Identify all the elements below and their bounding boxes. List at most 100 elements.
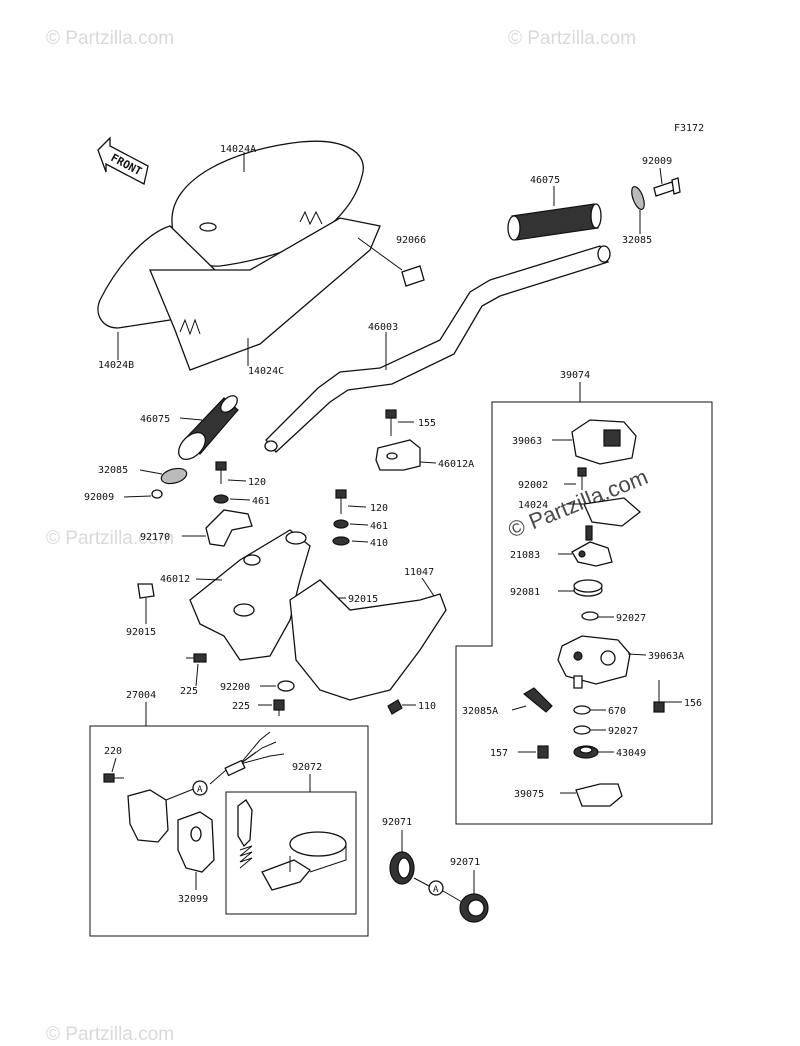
watermark-mid-left: © Partzilla.com — [46, 528, 174, 549]
holder-46012A — [375, 439, 437, 471]
washer-410 — [332, 536, 369, 546]
bracket-92170 — [182, 509, 253, 547]
part-label-14024B: 14024B — [98, 360, 134, 371]
seat-assembly — [97, 140, 381, 371]
handlebar-46003 — [264, 245, 611, 453]
part-label-14024: 14024 — [518, 500, 548, 511]
part-label-92071-a: 92071 — [382, 817, 412, 828]
washer-461-b — [333, 519, 369, 529]
part-label-32085-left: 32085 — [98, 465, 128, 476]
part-label-461-a: 461 — [252, 496, 270, 507]
plate-14024 — [566, 497, 642, 527]
cap-32085-left — [139, 467, 188, 485]
part-label-32085A: 32085A — [462, 706, 498, 717]
part-label-92200: 92200 — [220, 682, 250, 693]
box-39074 — [455, 401, 713, 825]
part-label-14024A: 14024A — [220, 144, 256, 155]
part-label-120-a: 120 — [248, 477, 266, 488]
screw-220 — [103, 757, 124, 783]
part-label-92015-b: 92015 — [348, 594, 378, 605]
part-label-39075: 39075 — [514, 789, 544, 800]
bolt-120-b — [335, 489, 367, 514]
ring-92027-a — [581, 611, 614, 621]
part-label-92009-top: 92009 — [642, 156, 672, 167]
diagram-code: F3172 — [674, 123, 704, 134]
part-label-410: 410 — [370, 538, 388, 549]
part-label-46075-left: 46075 — [140, 414, 170, 425]
part-label-32099: 32099 — [178, 894, 208, 905]
bolt-156 — [653, 680, 682, 713]
grip-right-46075 — [507, 186, 602, 241]
bolt-92009-top — [653, 167, 681, 197]
part-label-92071-b: 92071 — [450, 857, 480, 868]
part-label-39063: 39063 — [512, 436, 542, 447]
lever-39075 — [560, 783, 623, 807]
watermark-top-left: © Partzilla.com — [46, 28, 174, 49]
part-label-46003: 46003 — [368, 322, 398, 333]
part-label-110: 110 — [418, 701, 436, 712]
ring-92027-b — [573, 725, 606, 735]
bolt-120-a — [215, 461, 247, 484]
watermark-top-right: © Partzilla.com — [508, 28, 636, 49]
bolt-225-a — [186, 653, 207, 687]
lever-21083 — [558, 525, 613, 567]
oring-670 — [573, 705, 606, 715]
part-label-225-b: 225 — [232, 701, 250, 712]
part-label-157: 157 — [490, 748, 508, 759]
cap-32085A — [511, 687, 553, 713]
plug-92066 — [357, 237, 425, 287]
part-label-92066: 92066 — [396, 235, 426, 246]
part-label-92081: 92081 — [510, 587, 540, 598]
part-label-92170: 92170 — [140, 532, 170, 543]
part-label-92002: 92002 — [518, 480, 548, 491]
part-label-461-b: 461 — [370, 521, 388, 532]
seal-92071-a — [389, 830, 415, 885]
bolt-225-b — [258, 699, 285, 716]
part-label-92015-a: 92015 — [126, 627, 156, 638]
box-27004 — [89, 725, 369, 937]
part-label-92009-left: 92009 — [84, 492, 114, 503]
bolt-110 — [387, 699, 416, 715]
front-arrow-icon: FRONT — [97, 136, 149, 185]
spring-92081 — [558, 579, 603, 597]
cover-11047 — [289, 577, 447, 701]
switch-housing-upper — [127, 787, 197, 843]
part-label-670: 670 — [608, 706, 626, 717]
nut-43049 — [573, 745, 614, 759]
cover-39063 — [552, 419, 637, 465]
clamp-92072 — [237, 799, 347, 891]
holder-46012 — [189, 529, 311, 661]
group-label-27004: 27004 — [126, 690, 156, 701]
box-92072 — [225, 791, 357, 915]
part-label-46075-right: 46075 — [530, 175, 560, 186]
washer-461-a — [213, 494, 251, 504]
part-label-220: 220 — [104, 746, 122, 757]
part-label-120-b: 120 — [370, 503, 388, 514]
part-label-43049: 43049 — [616, 748, 646, 759]
screw-92002 — [564, 467, 587, 490]
watermark-bottom-left: © Partzilla.com — [46, 1024, 174, 1045]
callout-marker-a-left: A — [192, 780, 208, 796]
part-label-46012A: 46012A — [438, 459, 474, 470]
group-label-39074: 39074 — [560, 370, 590, 381]
clip-92015-a — [137, 583, 155, 624]
callout-marker-a-right-label: A — [433, 885, 439, 895]
bolt-155 — [385, 409, 414, 436]
part-label-21083: 21083 — [510, 550, 540, 561]
part-label-155: 155 — [418, 418, 436, 429]
part-label-11047: 11047 — [404, 567, 434, 578]
seal-92071-b — [459, 870, 489, 923]
callout-marker-a-left-label: A — [197, 785, 203, 795]
part-label-156: 156 — [684, 698, 702, 709]
part-label-225-a: 225 — [180, 686, 198, 697]
housing-32099 — [177, 811, 215, 890]
part-label-92027-a: 92027 — [616, 613, 646, 624]
part-label-46012: 46012 — [160, 574, 190, 585]
part-label-14024C: 14024C — [248, 366, 284, 377]
part-label-92027-b: 92027 — [608, 726, 638, 737]
bolt-157 — [518, 745, 549, 759]
wire-harness — [209, 731, 285, 785]
callout-marker-a-right: A — [413, 877, 463, 903]
collar-92200 — [260, 680, 295, 692]
